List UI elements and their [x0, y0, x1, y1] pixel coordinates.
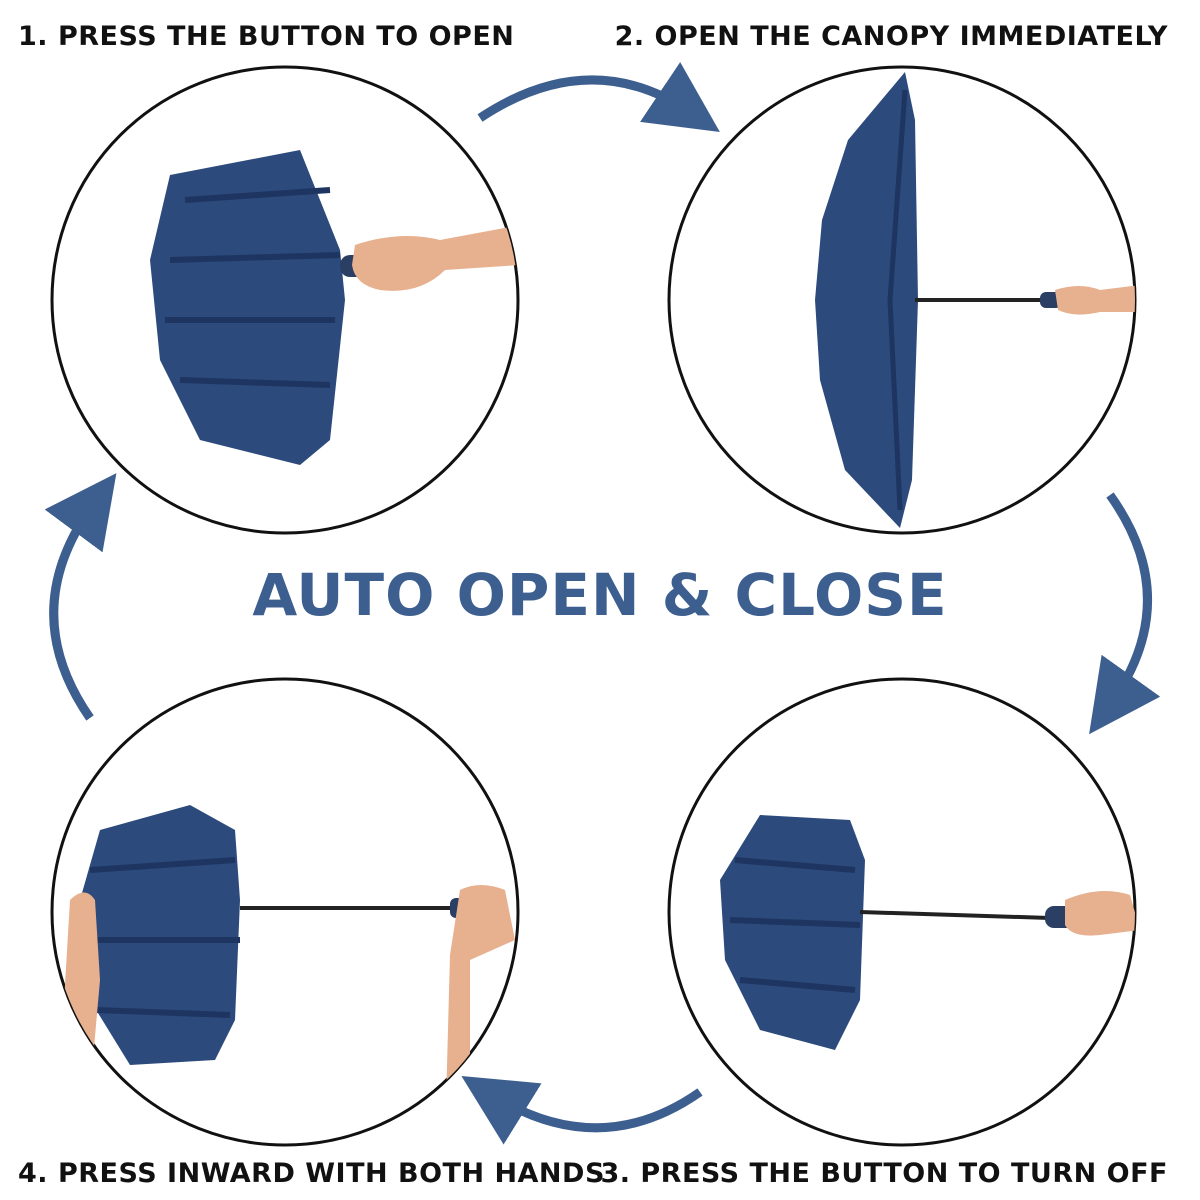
curved-arrow-icon — [477, 62, 720, 133]
step3-label: 3. PRESS THE BUTTON TO TURN OFF — [600, 1158, 1168, 1189]
step2-label: 2. OPEN THE CANOPY IMMEDIATELY — [614, 21, 1168, 52]
step3-photo — [667, 677, 1137, 1147]
umbrella-canopy-open — [815, 72, 918, 528]
umbrella-canopy-collapsing — [720, 815, 865, 1050]
curved-arrow-icon — [44, 473, 117, 721]
hand-shape — [352, 225, 518, 291]
curved-arrow-icon — [1089, 492, 1161, 735]
diagram-title: AUTO OPEN & CLOSE — [252, 561, 948, 629]
step1-label: 1. PRESS THE BUTTON TO OPEN — [18, 21, 515, 52]
step4-photo — [50, 677, 520, 1147]
curved-arrow-icon — [461, 1076, 703, 1145]
step4-label: 4. PRESS INWARD WITH BOTH HANDS — [18, 1158, 605, 1189]
step2-photo — [667, 65, 1137, 535]
step1-photo — [50, 65, 520, 535]
